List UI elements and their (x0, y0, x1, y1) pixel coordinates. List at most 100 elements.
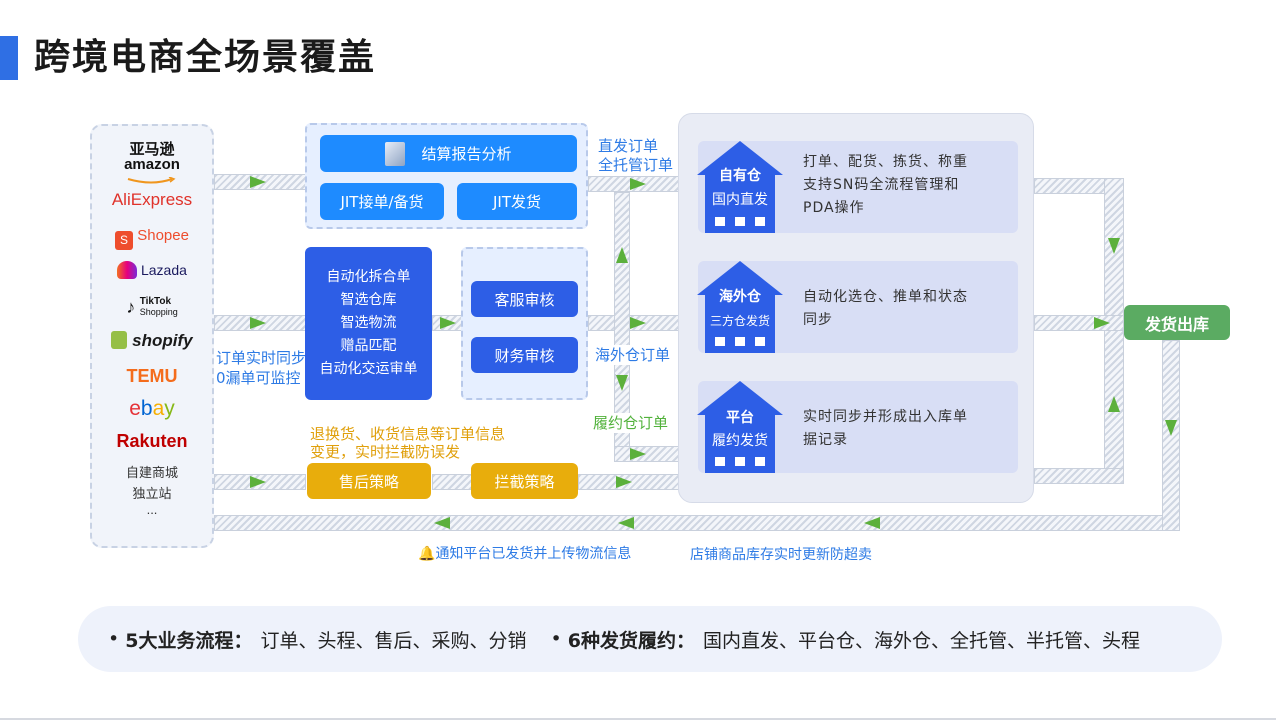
title-accent-bar (0, 36, 22, 80)
amazon-smile-icon (90, 172, 214, 184)
bell-icon: 🔔 (418, 546, 436, 562)
tiktok-note-icon: ♪ (126, 297, 136, 317)
notify-platform-text: 通知平台已发货并上传物流信息 (435, 546, 632, 562)
shopify-logo: shopify (90, 330, 214, 352)
summary-value-1: 订单、头程、售后、采购、分销 (260, 629, 527, 652)
platform-warehouse-desc-2: 据记录 (803, 432, 848, 448)
arrow-right-icon (440, 317, 456, 329)
own-mall-label: 自建商城 (125, 465, 178, 480)
shopify-label: shopify (132, 331, 193, 350)
shopee-logo: S Shopee (90, 226, 214, 250)
arrow-left-icon (618, 517, 634, 529)
report-icon (385, 141, 406, 166)
direct-order-label: 直发订单 (598, 137, 659, 155)
auto-gift-match: 赠品匹配 (340, 338, 397, 354)
auto-select-logistics: 智选物流 (340, 315, 397, 331)
summary-value-2: 国内直发、平台仓、海外仓、全托管、半托管、头程 (702, 629, 1140, 652)
after-sale-button[interactable]: 售后策略 (307, 463, 431, 499)
service-review-button[interactable]: 客服审核 (471, 281, 578, 317)
own-warehouse-name: 自有仓 (719, 168, 761, 184)
shopify-bag-icon (111, 331, 128, 349)
overseas-warehouse-name: 海外仓 (719, 289, 761, 305)
flow-line-spacer (614, 374, 616, 376)
amazon-logo-cn: 亚马逊 (129, 141, 175, 158)
arrow-right-icon (1094, 317, 1110, 329)
settlement-button[interactable]: 结算报告分析 (320, 135, 577, 172)
temu-logo: TEMU (126, 366, 178, 386)
platform-panel (90, 124, 214, 548)
lazada-label: Lazada (140, 262, 187, 278)
full-custody-order-label: 全托管订单 (598, 156, 674, 174)
aliexpress-logo: AliExpress (111, 190, 193, 209)
overseas-order-label: 海外仓订单 (595, 345, 671, 365)
tiktok-sub-label: Shopping (139, 307, 178, 317)
own-warehouse-desc-1: 打单、配货、拣货、称重 (803, 154, 968, 170)
arrow-down-icon (1165, 420, 1177, 436)
auto-split-merge: 自动化拆合单 (326, 269, 411, 285)
arrow-up-icon (1108, 396, 1120, 412)
amazon-logo: amazon (124, 156, 180, 173)
flow-line-right-bottom (1034, 468, 1124, 484)
bullet-icon: • (108, 628, 126, 650)
arrow-right-icon (630, 178, 646, 190)
own-warehouse-desc-3: PDA操作 (803, 200, 865, 216)
auto-ship-review: 自动化交运审单 (319, 361, 418, 377)
platform-warehouse-house-icon: 平台 履约发货 (697, 381, 783, 473)
flow-line-right-mid (1034, 315, 1124, 331)
lazada-logo: Lazada (90, 260, 214, 280)
notify-platform-note: 🔔通知平台已发货并上传物流信息 (418, 544, 631, 564)
arrow-right-icon (250, 176, 266, 188)
platform-warehouse-name: 平台 (726, 410, 754, 426)
arrow-left-icon (434, 517, 450, 529)
title-accent-gap (18, 36, 22, 80)
flow-line-row3-b (432, 474, 472, 490)
overseas-warehouse-desc-1: 自动化选仓、推单和状态 (803, 289, 968, 305)
overseas-warehouse-desc-2: 同步 (803, 312, 833, 328)
overseas-warehouse-house-icon: 海外仓 三方仓发货 (697, 261, 783, 353)
own-warehouse-sub: 国内直发 (712, 192, 768, 208)
finance-review-button[interactable]: 财务审核 (471, 337, 578, 373)
more-platforms-label: ... (146, 502, 158, 517)
own-warehouse-desc-2: 支持SN码全流程管理和 (803, 177, 960, 193)
bullet-icon: • (550, 628, 568, 650)
flow-line-row-fulfill (614, 446, 680, 462)
arrow-left-icon (864, 517, 880, 529)
jit-ship-button[interactable]: JIT发货 (457, 183, 577, 220)
settlement-label: 结算报告分析 (421, 145, 512, 163)
review-panel (461, 247, 588, 400)
flow-line-right-vertical (1104, 178, 1124, 484)
sync-note-line2: 0漏单可监控 (216, 369, 301, 387)
ship-out-button[interactable]: 发货出库 (1124, 305, 1230, 340)
intercept-button[interactable]: 拦截策略 (471, 463, 578, 499)
auto-select-warehouse: 智选仓库 (340, 292, 397, 308)
arrow-up-icon (616, 247, 628, 263)
summary-label-1: 5大业务流程： (125, 629, 253, 652)
shopee-label: Shopee (137, 227, 189, 244)
automation-panel: 自动化拆合单 智选仓库 智选物流 赠品匹配 自动化交运审单 (305, 247, 432, 400)
flow-line-return (214, 515, 1180, 531)
own-warehouse-house-icon: 自有仓 国内直发 (697, 141, 783, 233)
overseas-warehouse-sub: 三方仓发货 (709, 314, 770, 328)
arrow-down-icon (616, 375, 628, 391)
summary-label-2: 6种发货履约： (567, 629, 695, 652)
tiktok-label: TikTok (139, 296, 172, 307)
indie-site-label: 独立站 (132, 486, 172, 501)
bottom-divider (0, 718, 1276, 720)
rakuten-logo: Rakuten (116, 431, 188, 451)
platform-warehouse-desc-1: 实时同步并形成出入库单 (803, 409, 968, 425)
shopee-bag-icon: S (115, 231, 134, 250)
platform-warehouse-sub: 履约发货 (712, 433, 768, 449)
jit-receive-button[interactable]: JIT接单/备货 (320, 183, 444, 220)
sync-note-line1: 订单实时同步 (216, 349, 307, 367)
arrow-right-icon (250, 476, 266, 488)
arrow-right-icon (630, 448, 646, 460)
page-title: 跨境电商全场景覆盖 (34, 37, 377, 78)
arrow-right-icon (616, 476, 632, 488)
arrow-down-icon (1108, 238, 1120, 254)
after-sale-note-line1: 退换货、收货信息等订单信息 (310, 425, 506, 443)
arrow-right-icon (250, 317, 266, 329)
tiktok-logo: ♪ TikTok Shopping (90, 296, 214, 318)
summary-bar: • 5大业务流程： 订单、头程、售后、采购、分销 • 6种发货履约： 国内直发、… (78, 606, 1222, 672)
arrow-right-icon (630, 317, 646, 329)
lazada-heart-icon (117, 261, 138, 279)
